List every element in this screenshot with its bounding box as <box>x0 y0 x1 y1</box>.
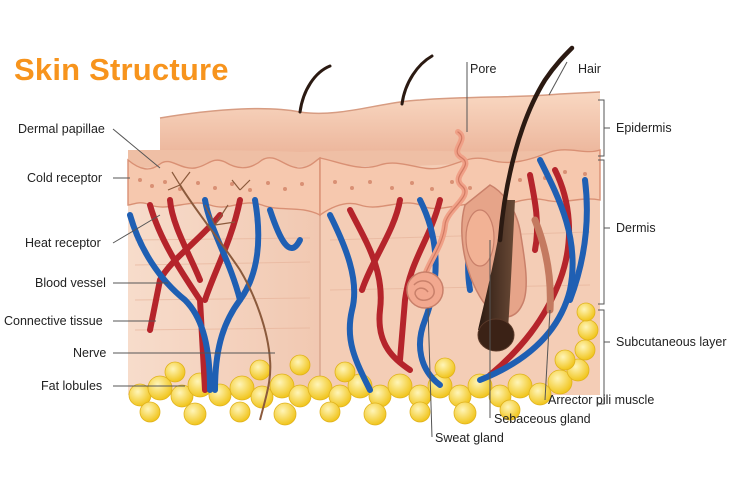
epidermis-layer <box>128 91 601 168</box>
label-sweat-gland: Sweat gland <box>435 431 504 445</box>
surface-hair-2 <box>400 54 434 106</box>
sweat-gland <box>406 129 469 309</box>
arrector-pili-shape <box>531 216 554 314</box>
label-heat-receptor: Heat receptor <box>25 236 101 250</box>
label-blood-vessel: Blood vessel <box>35 276 106 290</box>
nerve-endings <box>167 171 251 226</box>
label-dermis: Dermis <box>616 221 656 235</box>
diagram-title: Skin Structure <box>14 52 229 87</box>
blood-vessels <box>127 157 590 393</box>
sebaceous-gland-shape <box>465 209 495 267</box>
label-fat-lobules: Fat lobules <box>41 379 103 393</box>
arteries <box>147 167 572 393</box>
nerve-fiber <box>179 184 272 421</box>
label-dermal-papillae: Dermal papillae <box>18 122 105 136</box>
label-sebaceous-gland: Sebaceous gland <box>494 412 591 426</box>
label-epidermis: Epidermis <box>616 121 672 135</box>
hair-shaft <box>497 45 575 243</box>
label-arrector-pili-muscle: Arrector pili muscle <box>548 393 655 407</box>
leader-lines <box>112 61 610 438</box>
label-hair: Hair <box>578 62 601 76</box>
label-pore: Pore <box>470 62 497 76</box>
hair-follicle <box>461 184 554 352</box>
label-connective-tissue: Connective tissue <box>4 314 103 328</box>
label-nerve: Nerve <box>73 346 107 360</box>
surface-hair-1 <box>298 64 332 114</box>
label-subcutaneous-layer: Subcutaneous layer <box>616 335 727 349</box>
label-cold-receptor: Cold receptor <box>27 171 103 185</box>
